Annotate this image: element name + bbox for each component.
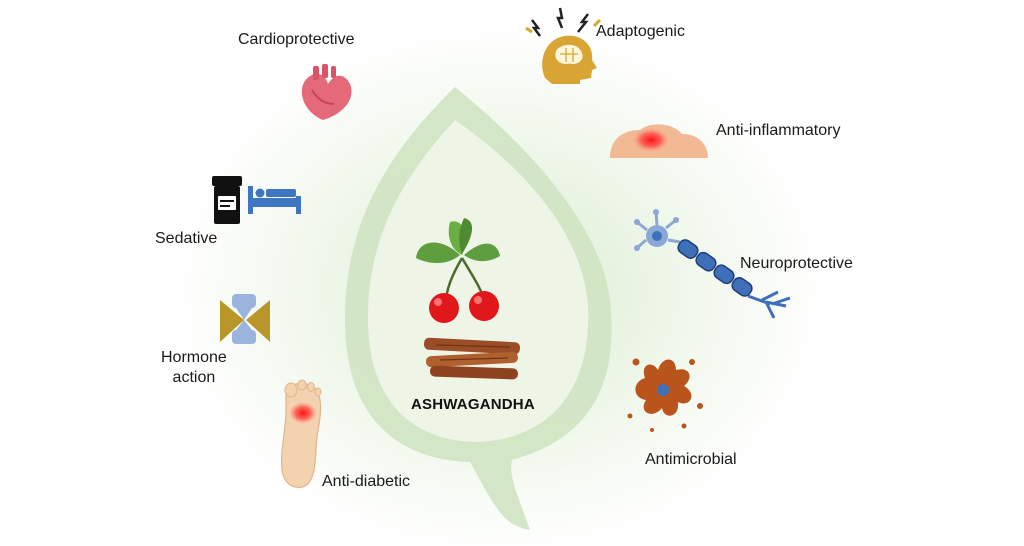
neuron-icon <box>634 209 791 319</box>
label-hormone-action: Hormone action <box>161 349 227 386</box>
microbe-icon <box>627 358 703 432</box>
brain-head-icon <box>525 7 602 84</box>
foot-icon <box>280 379 322 489</box>
inflamed-skin-icon <box>610 124 708 158</box>
label-neuroprotective: Neuroprotective <box>740 255 853 272</box>
label-anti-inflammatory: Anti-inflammatory <box>716 122 841 139</box>
label-adaptogenic: Adaptogenic <box>596 23 685 40</box>
center-title-ashwagandha: ASHWAGANDHA <box>411 396 535 413</box>
gland-icon <box>220 294 270 344</box>
label-sedative: Sedative <box>155 230 218 247</box>
label-antimicrobial: Antimicrobial <box>645 451 737 468</box>
label-cardioprotective: Cardioprotective <box>238 31 355 48</box>
pill-bottle-bed-icon <box>212 176 301 224</box>
heart-icon <box>301 64 352 120</box>
label-anti-diabetic: Anti-diabetic <box>322 473 411 490</box>
root-sticks-icon <box>424 337 520 380</box>
cherry-berries-icon <box>416 218 500 323</box>
